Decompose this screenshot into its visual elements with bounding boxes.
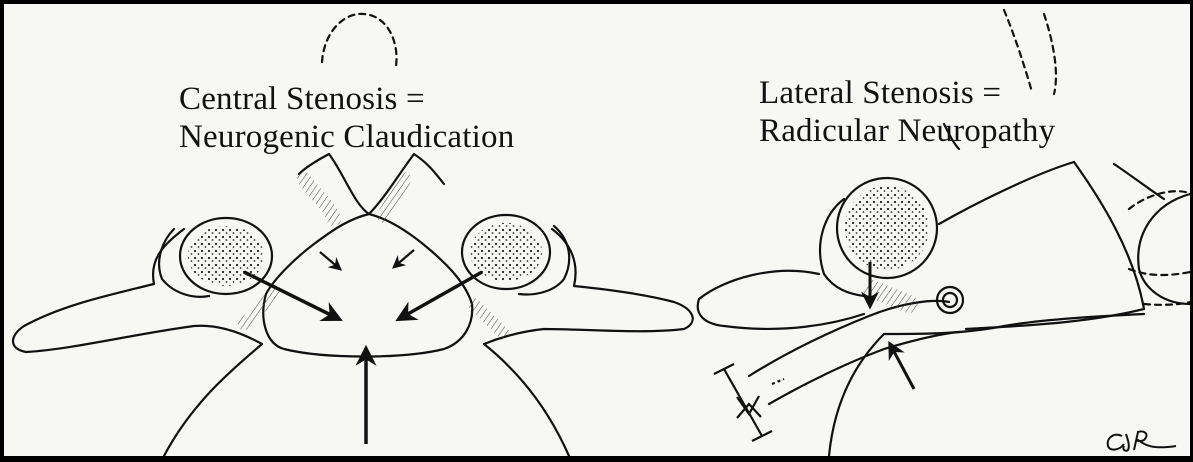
- stenosis-illustration: [4, 4, 1190, 456]
- lateral-transverse-process: [698, 271, 864, 329]
- arrow-top-left: [320, 252, 340, 269]
- lateral-stenosis-caption: Lateral Stenosis = Radicular Neuropathy: [759, 74, 1055, 150]
- arrow-body-up: [890, 344, 914, 389]
- figure-canvas: Central Stenosis = Neurogenic Claudicati…: [4, 4, 1190, 456]
- dashed-pedicle-outline: [1129, 191, 1190, 209]
- lateral-caption-line-1: Lateral Stenosis =: [759, 74, 1055, 112]
- artist-signature: [1104, 428, 1184, 454]
- central-caption-line-1: Central Stenosis =: [179, 80, 514, 118]
- arrow-top-right: [394, 250, 414, 267]
- lateral-compression-arrows: [870, 262, 914, 389]
- central-stenosis-caption: Central Stenosis = Neurogenic Claudicati…: [179, 80, 514, 156]
- spinous-process-outline: [322, 14, 397, 66]
- spinal-canal: [263, 214, 472, 357]
- lateral-caption-line-2: Radicular Neuropathy: [759, 112, 1055, 150]
- central-caption-line-2: Neurogenic Claudication: [179, 118, 514, 156]
- pedicle: [939, 162, 1144, 329]
